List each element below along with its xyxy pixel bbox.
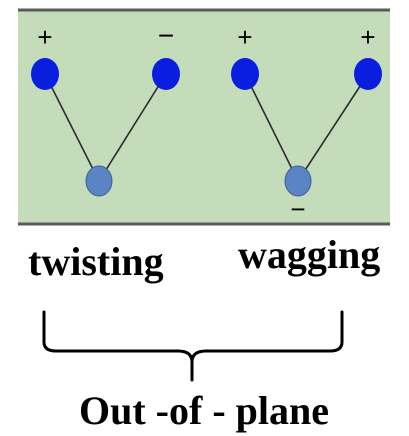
bond [244, 73, 299, 182]
atom-center [284, 165, 312, 197]
atom-right [152, 58, 180, 90]
mode-label-twisting: twisting [28, 239, 164, 284]
atom-right [354, 58, 382, 90]
molecule-panel [18, 10, 390, 224]
group-label: Out -of - plane [79, 388, 329, 433]
atom-center [85, 165, 113, 197]
sign-right: − [158, 20, 174, 51]
sign-left: + [237, 22, 252, 52]
bond [44, 73, 100, 182]
sign-right: + [360, 22, 375, 52]
bond [297, 73, 369, 182]
mode-label-wagging: wagging [238, 232, 380, 277]
twisting-molecule: + − [31, 20, 180, 197]
atom-left [231, 58, 259, 90]
atom-left [31, 58, 59, 90]
wagging-molecule: + + − [231, 22, 382, 224]
grouping-brace [42, 310, 344, 382]
sign-center: − [290, 194, 305, 224]
sign-left: + [37, 22, 52, 52]
bond [98, 73, 167, 182]
